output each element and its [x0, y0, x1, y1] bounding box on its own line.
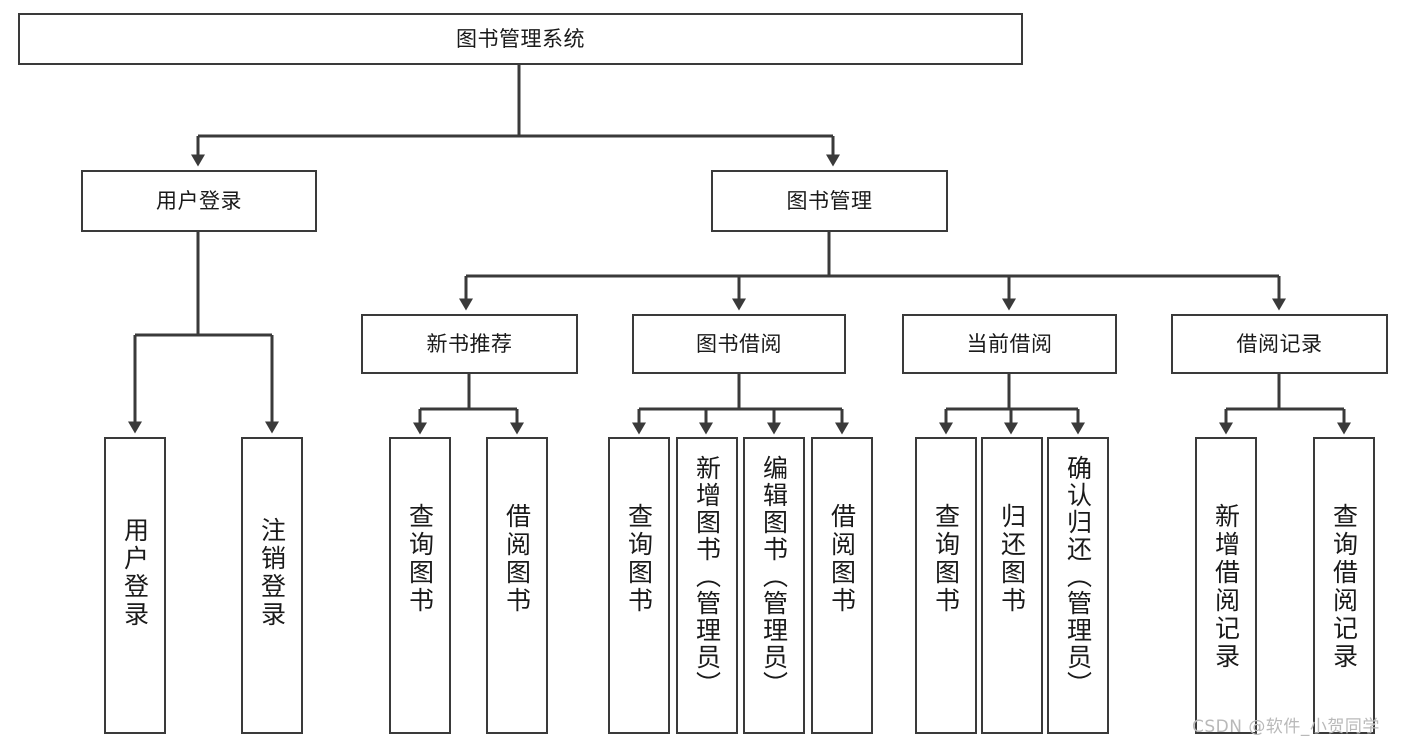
leaf-logout[interactable]: 注销登录 [241, 437, 303, 734]
leaf-borrow-book-2-label: 借阅图书 [827, 503, 857, 615]
leaf-add-book[interactable]: 新增图书（管理员） [676, 437, 738, 734]
leaf-query-book-2[interactable]: 查询图书 [608, 437, 670, 734]
leaf-query-book-2-label: 查询图书 [624, 503, 654, 615]
leaf-edit-book-label: 编辑图书（管理员） [759, 455, 789, 698]
leaf-logout-label: 注销登录 [257, 517, 287, 629]
node-current-borrow[interactable]: 当前借阅 [902, 314, 1117, 374]
leaf-query-book-3[interactable]: 查询图书 [915, 437, 977, 734]
node-current-borrow-label: 当前借阅 [966, 331, 1053, 356]
node-borrow-record-label: 借阅记录 [1236, 331, 1323, 356]
leaf-confirm-return[interactable]: 确认归还（管理员） [1047, 437, 1109, 734]
leaf-return-book[interactable]: 归还图书 [981, 437, 1043, 734]
leaf-add-record-label: 新增借阅记录 [1211, 503, 1241, 671]
leaf-add-book-label: 新增图书（管理员） [692, 455, 722, 698]
leaf-confirm-return-label: 确认归还（管理员） [1063, 455, 1093, 698]
node-new-book-recommend[interactable]: 新书推荐 [361, 314, 578, 374]
node-borrow-record[interactable]: 借阅记录 [1171, 314, 1388, 374]
leaf-return-book-label: 归还图书 [997, 503, 1027, 615]
leaf-user-login-label: 用户登录 [120, 517, 150, 629]
leaf-query-record[interactable]: 查询借阅记录 [1313, 437, 1375, 734]
node-book-manage[interactable]: 图书管理 [711, 170, 948, 232]
node-root-label: 图书管理系统 [456, 26, 585, 51]
leaf-query-book-1-label: 查询图书 [405, 503, 435, 615]
node-new-book-recommend-label: 新书推荐 [426, 331, 513, 356]
node-user-login-label: 用户登录 [156, 188, 242, 213]
node-user-login[interactable]: 用户登录 [81, 170, 317, 232]
watermark-text: CSDN @软件_小贺同学 [1192, 717, 1380, 737]
leaf-borrow-book-1-label: 借阅图书 [502, 503, 532, 615]
leaf-borrow-book-2[interactable]: 借阅图书 [811, 437, 873, 734]
leaf-query-book-3-label: 查询图书 [931, 503, 961, 615]
node-book-borrow[interactable]: 图书借阅 [632, 314, 846, 374]
leaf-query-record-label: 查询借阅记录 [1329, 503, 1359, 671]
leaf-add-record[interactable]: 新增借阅记录 [1195, 437, 1257, 734]
node-book-borrow-label: 图书借阅 [696, 331, 782, 356]
leaf-edit-book[interactable]: 编辑图书（管理员） [743, 437, 805, 734]
node-root[interactable]: 图书管理系统 [18, 13, 1023, 65]
node-book-manage-label: 图书管理 [786, 188, 873, 213]
leaf-borrow-book-1[interactable]: 借阅图书 [486, 437, 548, 734]
leaf-query-book-1[interactable]: 查询图书 [389, 437, 451, 734]
leaf-user-login[interactable]: 用户登录 [104, 437, 166, 734]
